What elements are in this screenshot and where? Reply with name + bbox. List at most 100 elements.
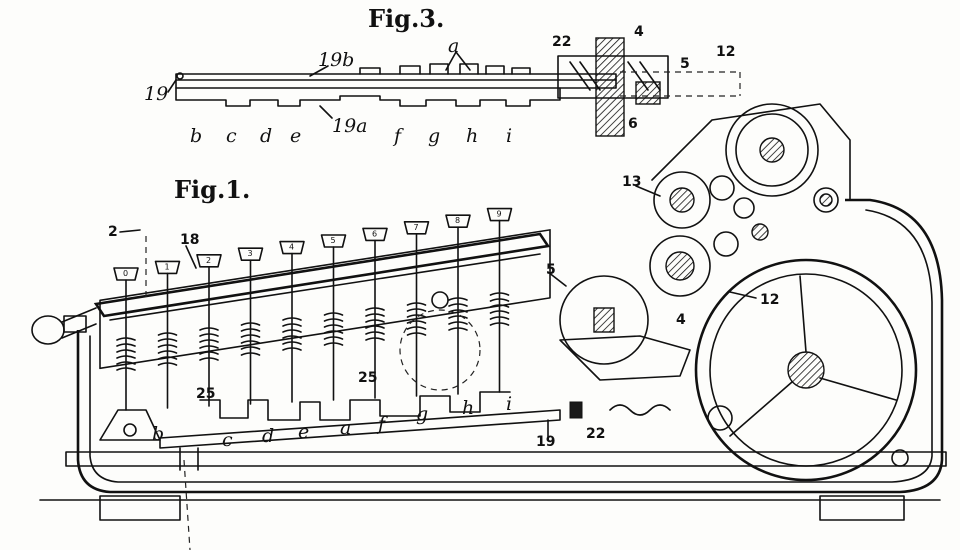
fig3-label-h: h [466,125,478,147]
small-pivot [431,291,449,309]
fig3-drawing: Fig.3. a 4 22 5 12 19 19b 19a 6 b c d [144,4,741,147]
spring-coil [609,404,671,416]
leader-12 [729,291,757,299]
fig1-label-25-right: 25 [358,370,377,386]
gear-mid [649,235,711,297]
fig3-clutch-housing [557,55,669,99]
fig3-leader-a [445,51,471,71]
small-gear-a [709,175,735,201]
leader-18 [185,245,197,269]
fig3-label-19a: 19a [332,115,368,137]
key-cap [486,207,513,222]
key-1: 1 [154,260,181,409]
fig1-label-25-left: 25 [196,386,215,402]
key-spring [157,332,178,366]
key-spring [282,317,302,351]
fig3-pawl [635,81,661,105]
left-foot [99,495,181,521]
base-pin [891,449,909,467]
key-cap [362,227,388,242]
clutch-hub [593,307,615,333]
clutch-disc [559,275,649,365]
wheel-pin [707,405,733,431]
fig3-shaft [595,37,625,137]
fig3-step-profile [175,87,561,107]
key-label: 8 [455,216,460,225]
key-label: 3 [248,249,253,258]
fig3-label-19: 19 [144,83,168,105]
key-spring [240,322,261,356]
fig3-label-i: i [506,125,512,147]
key-3: 3 [237,247,264,405]
fig3-label-e: e [290,125,301,147]
small-gear-c-hub [751,223,769,241]
fig1-label-13: 13 [622,174,641,190]
gear-13 [653,171,711,229]
fig1-label-18: 18 [180,232,199,248]
key-cap [154,260,181,275]
key-cap [445,214,471,228]
handle-rod [61,307,97,339]
key-spring [365,307,385,341]
fig3-label-5: 5 [680,56,690,72]
key-2: 2 [196,254,222,407]
fig1-label-22: 22 [586,426,605,442]
top-gear-hub [759,137,785,163]
fig1-label-f: f [376,413,388,435]
casing-inner [89,209,933,483]
fig3-leader-19 [167,79,177,93]
key-0: 0 [113,267,139,411]
key-5: 5 [320,234,347,401]
small-gear-d-hub [819,193,833,207]
bar-19-end [179,447,199,471]
base-plate [65,451,947,467]
fig3-bar [175,73,617,89]
key-cap [196,254,222,268]
fig1-label-19: 19 [536,434,555,450]
key-plate-top [93,232,551,318]
key-cap [237,247,264,261]
step-cams [199,391,511,421]
hand-wheel-rim [694,258,918,482]
hand-wheel-spokes [729,275,897,437]
top-large-gear-inner [735,113,809,187]
key-plate-rail [109,253,541,321]
fig1-label-h: h [462,397,474,419]
key-spring [199,327,219,361]
fig3-leader-19a [319,105,333,119]
fig3-clutch-springs [569,61,661,91]
fig3-label-4: 4 [634,24,644,40]
fig3-label-d: d [260,125,272,147]
key-cap [320,234,347,248]
fig3-end-hole [176,72,184,80]
fig3-label-12: 12 [716,44,735,60]
fig1-label-d: d [262,425,274,447]
fig1-label-4: 4 [676,312,686,328]
key-cap [403,221,430,235]
fig1-label-2: 2 [108,224,118,240]
key-label: 6 [372,229,377,238]
bar-19 [159,409,561,449]
key-spring [406,302,427,336]
key-label: 2 [206,256,211,265]
fig3-label-b: b [190,125,202,147]
leader-13 [635,185,661,197]
key-label: 1 [165,262,170,271]
casing-outline [76,198,944,494]
left-bracket-hole [123,423,137,437]
fig1-label-a: a [340,417,351,439]
hand-wheel-hub [787,351,825,389]
key-6: 6 [362,227,388,399]
fig3-label-a: a [448,35,459,57]
section-line-bottom [183,459,191,550]
small-gear-b [733,197,755,219]
key-spring [323,312,344,346]
small-gear-c [713,231,739,257]
leader-5 [547,271,567,287]
fig1-label-i: i [506,393,512,415]
key-9: 9 [486,207,513,393]
key-label: 0 [123,269,128,278]
fig3-title: Fig.3. [368,4,444,33]
small-gear-d [813,187,839,213]
